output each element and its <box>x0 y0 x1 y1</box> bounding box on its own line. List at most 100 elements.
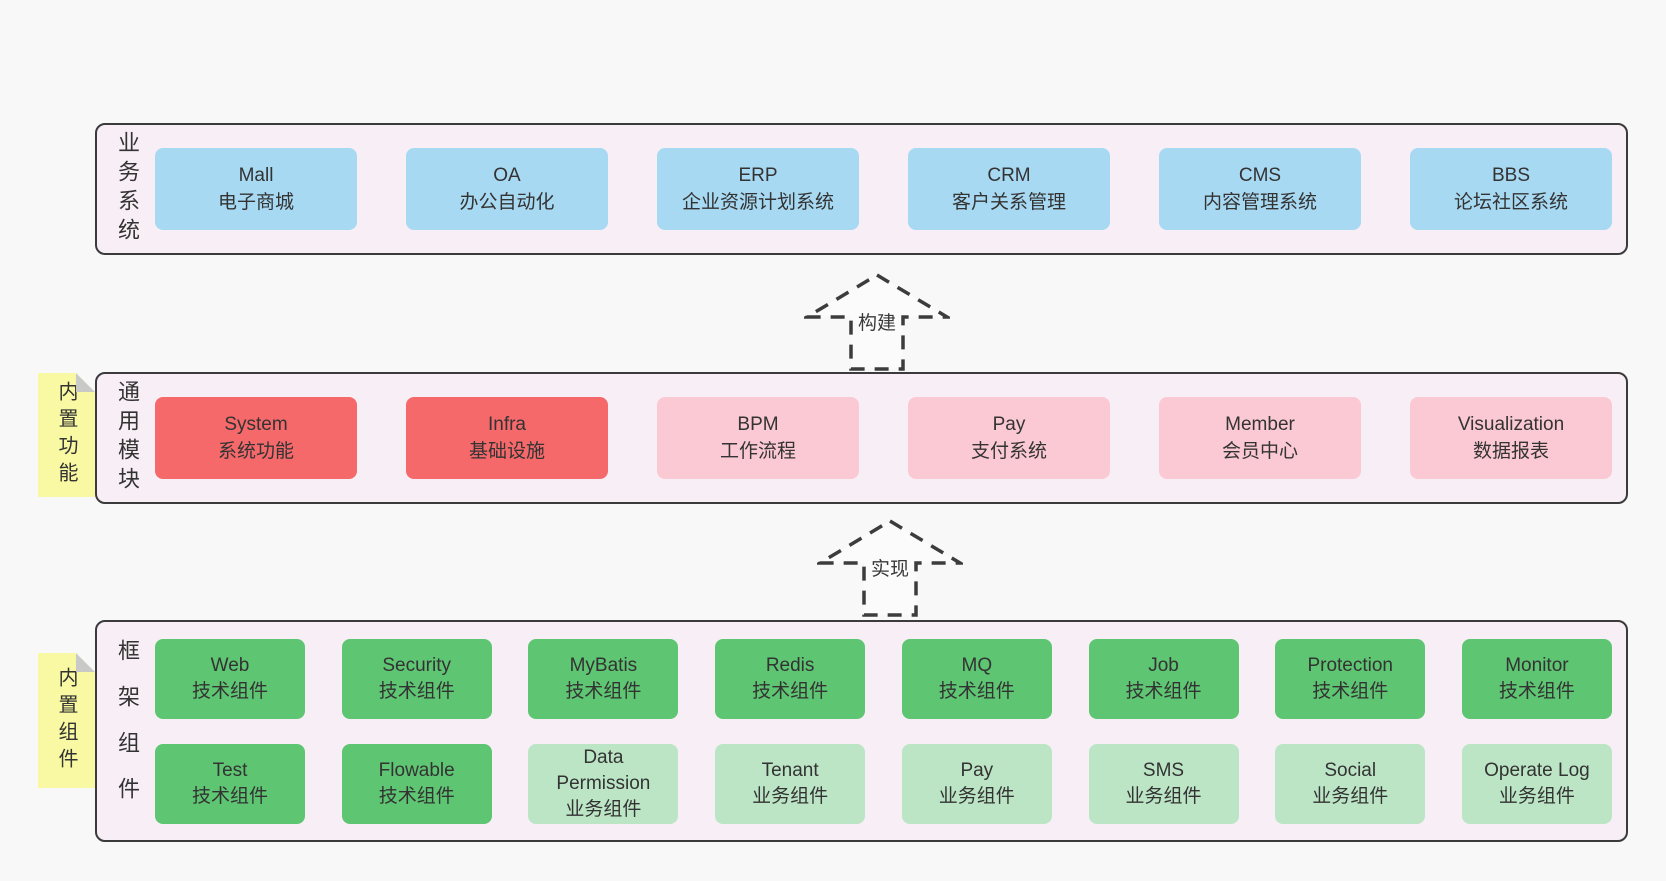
box-web: Web 技术组件 <box>155 638 305 719</box>
section-label-components: 框架组件 <box>105 622 149 840</box>
box-title: Security <box>382 654 452 676</box>
implement-arrow-label: 实现 <box>867 554 913 581</box>
box-title: Protection <box>1307 654 1393 676</box>
box-member: Member 会员中心 <box>1159 397 1361 479</box>
sticky-tab-text: 内置组件 <box>55 666 77 775</box>
box-visualization: Visualization 数据报表 <box>1410 397 1612 479</box>
section-business-systems: 业务系统 Mall 电子商城 OA 办公自动化 ERP 企业资源计划系统 CRM 客户关系管理… <box>95 123 1628 255</box>
box-subtitle: 支付系统 <box>970 441 1047 462</box>
box-subtitle: 技术组件 <box>378 680 455 702</box>
box-title: Pay <box>960 759 994 781</box>
box-title: Job <box>1148 654 1179 676</box>
section-label-text: 业务系统 <box>115 131 140 247</box>
box-social: Social 业务组件 <box>1275 743 1426 824</box>
box-title: Monitor <box>1505 654 1569 676</box>
box-title: ERP <box>738 165 778 186</box>
box-subtitle: 技术组件 <box>1498 680 1575 702</box>
sticky-tab-builtin-components: 内置组件 <box>38 653 95 788</box>
box-title: OA <box>493 165 521 186</box>
box-sms: SMS 业务组件 <box>1088 743 1239 824</box>
box-subtitle: 业务组件 <box>1312 785 1389 807</box>
box-subtitle: 业务组件 <box>565 798 642 820</box>
box-title: BBS <box>1491 165 1531 186</box>
business-row-1: Mall 电子商城 OA 办公自动化 ERP 企业资源计划系统 CRM 客户关系管理 CMS 内容… <box>155 148 1612 230</box>
section-label-text: 框架组件 <box>115 639 140 823</box>
box-subtitle: 技术组件 <box>938 680 1015 702</box>
box-pay: Pay 支付系统 <box>908 397 1110 479</box>
box-subtitle: 企业资源计划系统 <box>681 192 834 213</box>
box-title: Data Permission <box>556 746 651 794</box>
section-label-text: 通用模块 <box>115 380 140 496</box>
build-arrow: 构建 <box>804 272 950 372</box>
box-tenant: Tenant 业务组件 <box>715 743 866 824</box>
box-title: Tenant <box>761 759 819 781</box>
box-subtitle: 内容管理系统 <box>1202 192 1317 213</box>
box-erp: ERP 企业资源计划系统 <box>657 148 859 230</box>
box-title: Member <box>1225 414 1295 435</box>
box-redis: Redis 技术组件 <box>715 638 866 719</box>
box-subtitle: 技术组件 <box>191 680 268 702</box>
box-subtitle: 技术组件 <box>191 785 268 807</box>
box-subtitle: 系统功能 <box>217 441 294 462</box>
business-rows: Mall 电子商城 OA 办公自动化 ERP 企业资源计划系统 CRM 客户关系管理 CMS 内容… <box>155 125 1612 253</box>
box-protection: Protection 技术组件 <box>1275 638 1426 719</box>
box-title: Operate Log <box>1484 759 1590 781</box>
box-subtitle: 电子商城 <box>217 192 294 213</box>
box-test: Test 技术组件 <box>155 743 305 824</box>
box-subtitle: 数据报表 <box>1472 441 1549 462</box>
box-title: System <box>224 414 288 435</box>
box-security: Security 技术组件 <box>341 638 492 719</box>
box-subtitle: 业务组件 <box>752 785 829 807</box>
box-title: Visualization <box>1457 414 1565 435</box>
box-subtitle: 业务组件 <box>938 785 1015 807</box>
box-subtitle: 会员中心 <box>1221 441 1298 462</box>
box-cms: CMS 内容管理系统 <box>1159 148 1361 230</box>
box-title: SMS <box>1142 759 1185 781</box>
box-title: MyBatis <box>569 654 638 676</box>
sticky-tab-builtin-features: 内置功能 <box>38 373 95 497</box>
box-title: CMS <box>1238 165 1282 186</box>
box-subtitle: 技术组件 <box>378 785 455 807</box>
box-title: MQ <box>961 654 993 676</box>
implement-arrow: 实现 <box>817 518 963 618</box>
sticky-tab-text: 内置功能 <box>55 381 77 489</box>
box-title: CRM <box>987 165 1031 186</box>
box-title: Web <box>210 654 250 676</box>
box-subtitle: 基础设施 <box>468 441 545 462</box>
box-title: Pay <box>992 414 1026 435</box>
box-title: BPM <box>737 414 779 435</box>
box-operate-log: Operate Log 业务组件 <box>1461 743 1612 824</box>
box-subtitle: 技术组件 <box>1312 680 1389 702</box>
box-pay: Pay 业务组件 <box>901 743 1052 824</box>
box-crm: CRM 客户关系管理 <box>908 148 1110 230</box>
box-subtitle: 客户关系管理 <box>951 192 1066 213</box>
box-subtitle: 技术组件 <box>565 680 642 702</box>
box-bpm: BPM 工作流程 <box>657 397 859 479</box>
box-subtitle: 技术组件 <box>752 680 829 702</box>
box-subtitle: 工作流程 <box>719 441 796 462</box>
box-title: Social <box>1324 759 1377 781</box>
box-title: Redis <box>765 654 815 676</box>
box-mybatis: MyBatis 技术组件 <box>528 638 679 719</box>
section-label-modules: 通用模块 <box>105 374 149 502</box>
box-subtitle: 业务组件 <box>1125 785 1202 807</box>
box-subtitle: 办公自动化 <box>459 192 555 213</box>
box-oa: OA 办公自动化 <box>406 148 608 230</box>
box-monitor: Monitor 技术组件 <box>1461 638 1612 719</box>
box-mall: Mall 电子商城 <box>155 148 357 230</box>
box-subtitle: 业务组件 <box>1498 785 1575 807</box>
box-title: Mall <box>238 165 274 186</box>
box-title: Test <box>212 759 248 781</box>
box-data-permission: Data Permission 业务组件 <box>528 743 679 824</box>
